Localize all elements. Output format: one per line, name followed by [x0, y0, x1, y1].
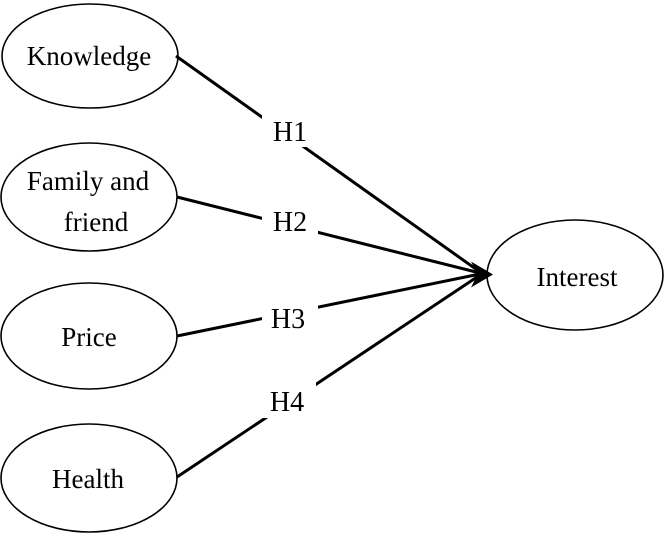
relation-labels: H1 H2 H3 H4: [258, 107, 318, 418]
node-knowledge: Knowledge: [1, 3, 179, 109]
node-family-and-friend-label-line2: friend: [64, 207, 129, 237]
relation-h3-label-bg: [262, 297, 318, 337]
arrowhead-icon: [471, 261, 493, 288]
node-family-and-friend: Family and friend: [0, 142, 178, 252]
node-health-ellipse: [0, 423, 178, 533]
relation-h1-line: [175, 54, 481, 274]
relation-lines: [175, 54, 481, 479]
node-interest: Interest: [486, 219, 664, 331]
node-health: Health: [0, 423, 178, 533]
node-price-label: Price: [61, 322, 116, 352]
relation-h1-label-bg: [262, 107, 318, 147]
relation-h2-label: H2: [273, 207, 307, 238]
relation-h2-line: [176, 195, 481, 275]
node-interest-label: Interest: [537, 262, 618, 292]
node-health-label: Health: [52, 464, 124, 494]
relation-h4-label: H4: [270, 387, 304, 418]
node-price: Price: [0, 282, 178, 390]
relation-h4-label-bg: [258, 378, 316, 418]
relation-h4-line: [176, 273, 481, 479]
relation-h3-label: H3: [271, 304, 305, 335]
node-knowledge-label: Knowledge: [27, 41, 151, 71]
relation-h2-label-bg: [262, 203, 318, 243]
relation-h1-label: H1: [273, 117, 307, 148]
node-family-and-friend-label-line1: Family and: [27, 166, 150, 196]
relation-h3-line: [176, 272, 481, 338]
